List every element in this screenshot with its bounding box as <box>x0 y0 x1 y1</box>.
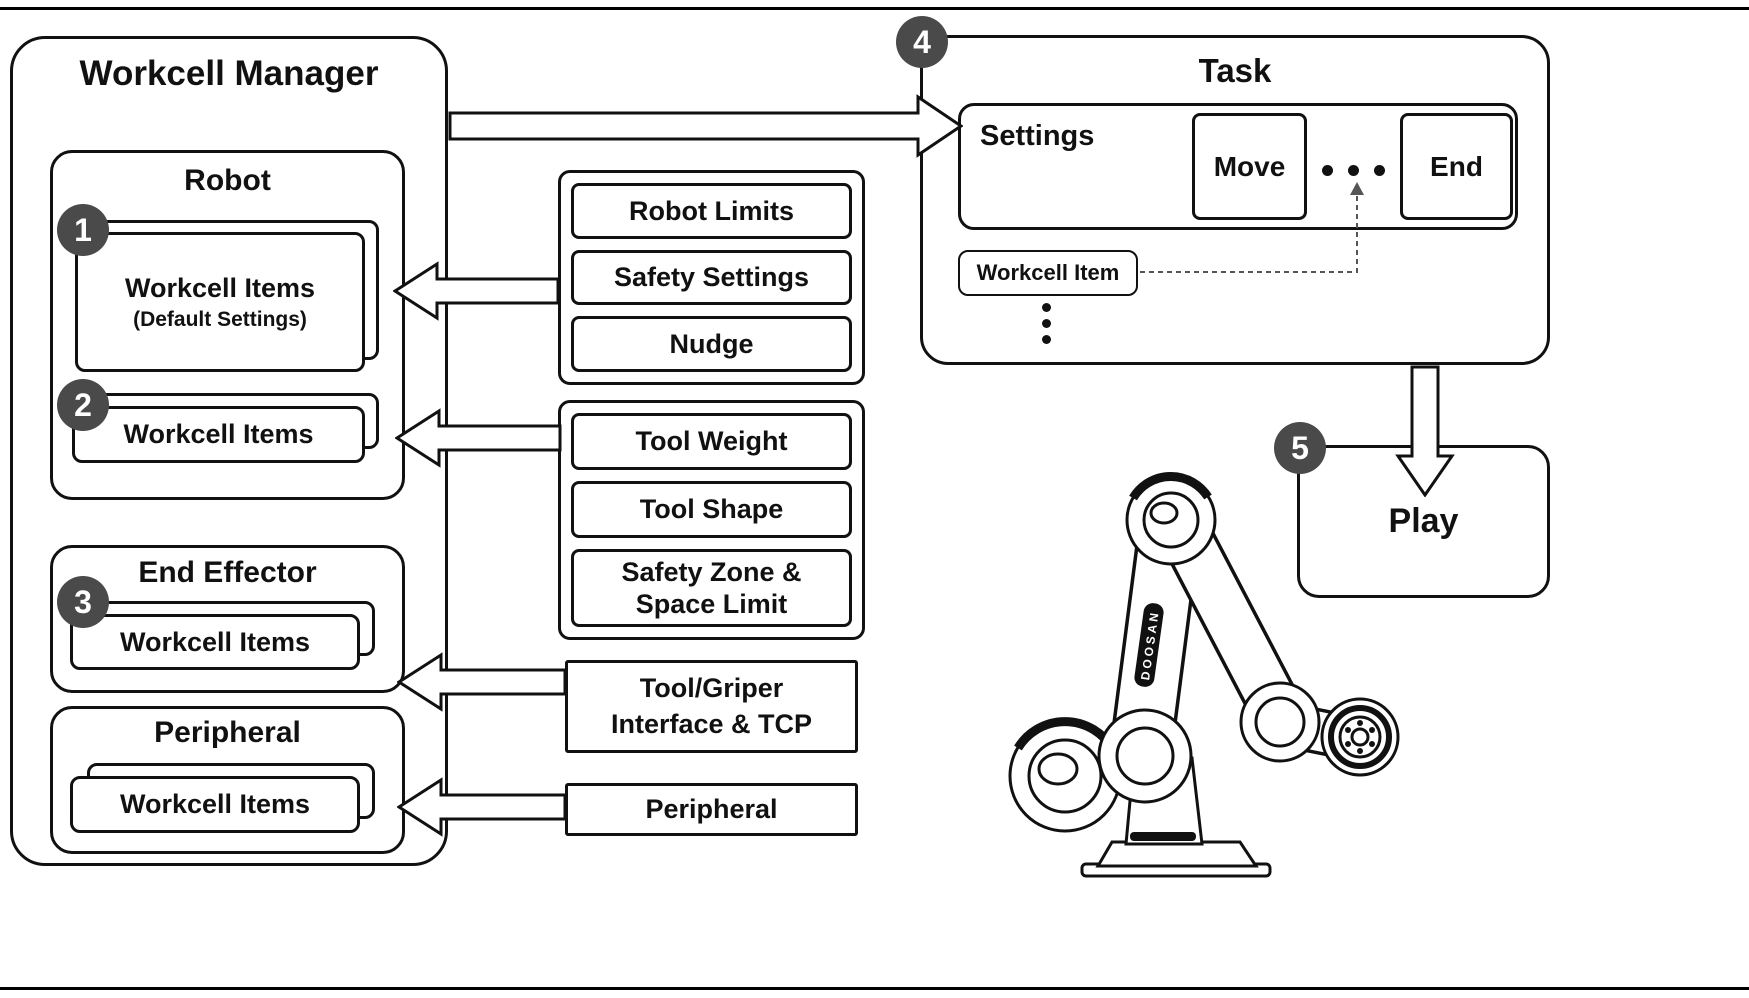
end-effector-workcell-items-box: Workcell Items <box>70 614 360 670</box>
move-box: Move <box>1192 113 1307 220</box>
tool-gripper-interface-box: Tool/Griper Interface & TCP <box>565 660 858 753</box>
end-effector-section-title: End Effector <box>138 556 317 589</box>
peripheral-workcell-items-label: Workcell Items <box>119 789 311 819</box>
peripheral-workcell-items-box: Workcell Items <box>70 776 360 833</box>
tool-weight-label: Tool Weight <box>635 426 788 457</box>
task-settings-label: Settings <box>980 120 1095 152</box>
peripheral-settings-label: Peripheral <box>645 794 778 824</box>
end-effector-workcell-items-label: Workcell Items <box>119 626 311 657</box>
default-settings-label: (Default Settings) <box>133 307 307 331</box>
task-title: Task <box>1198 52 1272 89</box>
safety-zone-label-line1: Safety Zone & <box>621 556 802 587</box>
tool-weight-box: Tool Weight <box>571 413 852 470</box>
arrow-left-icon <box>393 261 560 321</box>
safety-zone-label-line2: Space Limit <box>635 589 788 619</box>
tool-settings-group: Tool Weight Tool Shape Safety Zone & Spa… <box>558 400 865 640</box>
robot-settings-group: Robot Limits Safety Settings Nudge <box>558 170 865 385</box>
safety-zone-space-limit-box: Safety Zone & Space Limit <box>571 549 852 627</box>
peripheral-section-title: Peripheral <box>154 716 301 749</box>
top-border-line <box>0 7 1749 10</box>
robot-arm-illustration: DOOSAN <box>1008 472 1400 878</box>
ellipsis-vertical-icon <box>1042 303 1051 344</box>
workcell-item-chip: Workcell Item <box>958 250 1138 296</box>
tool-gripper-label-line2: Interface & TCP <box>610 708 813 739</box>
workcell-manager-title: Workcell Manager <box>79 54 379 93</box>
tool-shape-box: Tool Shape <box>571 481 852 538</box>
workcell-items-default-box: Workcell Items (Default Settings) <box>75 232 365 372</box>
dashed-connector-arrow <box>1140 182 1364 273</box>
robot-limits-label: Robot Limits <box>629 195 794 226</box>
robot-workcell-items-label: Workcell Items <box>123 419 314 449</box>
workcell-items-default-label: Workcell Items <box>124 272 316 303</box>
end-label: End <box>1430 150 1483 182</box>
tool-gripper-label-line1: Tool/Griper <box>639 673 784 704</box>
end-box: End <box>1400 113 1513 220</box>
peripheral-settings-box: Peripheral <box>565 783 858 836</box>
arrow-down-icon <box>1395 365 1455 497</box>
safety-settings-box: Safety Settings <box>571 249 852 306</box>
badge-4: 4 <box>896 16 948 68</box>
bottom-border-line <box>0 987 1749 990</box>
nudge-box: Nudge <box>571 316 852 373</box>
robot-limits-box: Robot Limits <box>571 183 852 239</box>
badge-5: 5 <box>1274 422 1326 474</box>
robot-section-title: Robot <box>184 164 271 197</box>
nudge-label: Nudge <box>669 328 754 359</box>
arrow-left-icon <box>395 408 562 468</box>
ellipsis-horizontal-icon <box>1322 165 1385 176</box>
arrow-right-icon <box>448 94 963 158</box>
badge-1: 1 <box>57 204 109 256</box>
arrow-left-icon <box>397 652 567 712</box>
move-label: Move <box>1213 150 1286 182</box>
play-label: Play <box>1388 502 1459 540</box>
tool-shape-label: Tool Shape <box>639 494 784 525</box>
badge-2: 2 <box>57 379 109 431</box>
arrow-left-icon <box>397 777 567 837</box>
safety-settings-label: Safety Settings <box>613 262 810 293</box>
workcell-item-label: Workcell Item <box>976 260 1120 285</box>
badge-3: 3 <box>57 576 109 628</box>
robot-workcell-items-box: Workcell Items <box>72 406 365 463</box>
